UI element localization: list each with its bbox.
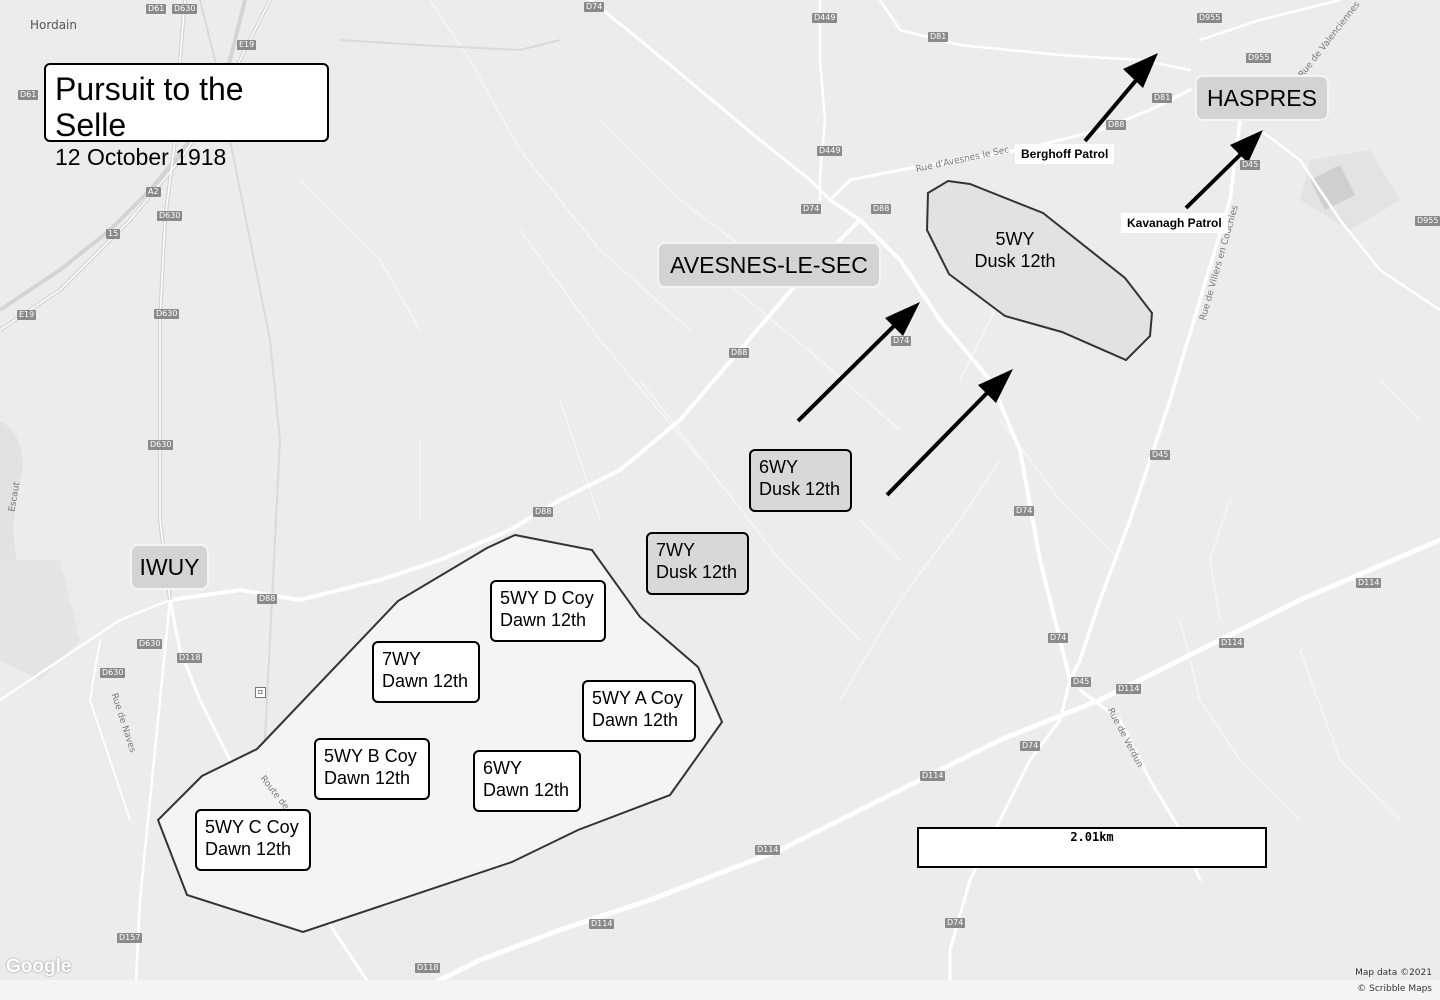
road-badge: D114 — [755, 845, 781, 855]
unit-time: Dawn 12th — [592, 710, 679, 730]
road-badge: D74 — [801, 204, 822, 214]
road-badge: D74 — [1020, 741, 1041, 751]
unit-time: Dawn 12th — [500, 610, 587, 630]
kavanagh-patrol-label: Kavanagh Patrol — [1121, 213, 1228, 233]
road-badge: D955 — [1197, 13, 1223, 23]
map-data-credit: Map data ©2021 — [1355, 968, 1432, 978]
scale-label: 2.01km — [1070, 830, 1114, 844]
unit-name: 5WY — [995, 229, 1035, 249]
map-date: 12 October 1918 — [55, 144, 227, 170]
road-badge: D449 — [812, 13, 838, 23]
unit-5wy-b-coy-dawn: 5WY B Coy Dawn 12th — [314, 738, 430, 800]
road-badge: D630 — [157, 211, 183, 221]
place-iwuy: IWUY — [130, 544, 209, 590]
road-badge: D74 — [1014, 506, 1035, 516]
map-footer: Map data ©2021 © Scribble Maps — [0, 968, 1440, 1000]
road-badge: D955 — [1415, 216, 1440, 226]
dusk-5wy-area — [925, 179, 1154, 362]
road-badge: D118 — [177, 653, 203, 663]
road-badge: A2 — [146, 187, 161, 197]
road-badge: D81 — [928, 32, 949, 42]
road-badge: D74 — [891, 336, 912, 346]
map-title: Pursuit to the Selle — [55, 71, 244, 143]
road-badge: D61 — [18, 90, 39, 100]
unit-name: 7WY — [382, 649, 422, 669]
road-badge: D114 — [920, 771, 946, 781]
unit-time: Dusk 12th — [974, 251, 1056, 271]
road-badge: D114 — [589, 919, 615, 929]
road-badge: D630 — [172, 4, 198, 14]
place-haspres: HASPRES — [1195, 75, 1329, 121]
berghoff-patrol-label: Berghoff Patrol — [1015, 144, 1115, 164]
road-badge: D74 — [584, 2, 605, 12]
road-badge: D114 — [1356, 578, 1382, 588]
unit-5wy-dusk: 5WY Dusk 12th — [965, 228, 1065, 272]
road-badge: D114 — [1219, 638, 1245, 648]
road-badge: D630 — [148, 440, 174, 450]
road-badge: D74 — [945, 918, 966, 928]
road-badge: 15 — [106, 229, 121, 239]
road-badge: D630 — [100, 668, 126, 678]
unit-name: 6WY — [483, 758, 523, 778]
unit-time: Dusk 12th — [656, 562, 738, 582]
unit-name: 6WY — [759, 457, 799, 477]
google-logo: Google — [6, 956, 72, 977]
unit-time: Dusk 12th — [759, 479, 841, 499]
unit-time: Dawn 12th — [483, 780, 570, 800]
unit-name: 7WY — [656, 540, 696, 560]
unit-7wy-dusk: 7WY Dusk 12th — [646, 532, 749, 595]
unit-time: Dawn 12th — [382, 671, 469, 691]
scale-bar: 2.01km — [917, 827, 1267, 868]
road-badge: D630 — [137, 639, 163, 649]
scribble-credit[interactable]: © Scribble Maps — [1357, 984, 1432, 994]
unit-time: Dawn 12th — [324, 768, 411, 788]
road-badge: D449 — [817, 146, 843, 156]
map-title-box: Pursuit to the Selle 12 October 1918 — [44, 63, 329, 170]
road-badge: D45 — [1150, 450, 1171, 460]
road-badge: D955 — [1246, 53, 1272, 63]
road-badge: D45 — [1240, 160, 1261, 170]
unit-name: 5WY B Coy — [324, 746, 417, 766]
road-badge: D88 — [871, 204, 892, 214]
unit-5wy-a-coy-dawn: 5WY A Coy Dawn 12th — [582, 680, 696, 742]
advance-arrow-7wy — [885, 369, 1013, 497]
road-badge: D74 — [1048, 633, 1069, 643]
place-avesnes-le-sec: AVESNES-LE-SEC — [657, 242, 881, 288]
road-badge: E19 — [17, 310, 37, 320]
road-badge: D118 — [415, 963, 441, 973]
unit-name: 5WY D Coy — [500, 588, 594, 608]
unit-5wy-c-coy-dawn: 5WY C Coy Dawn 12th — [195, 809, 311, 871]
unit-time: Dawn 12th — [205, 839, 292, 859]
unit-6wy-dawn: 6WY Dawn 12th — [473, 750, 581, 812]
road-badge: D88 — [257, 594, 278, 604]
road-badge: D88 — [533, 507, 554, 517]
unit-name: 5WY C Coy — [205, 817, 299, 837]
poi-icon[interactable]: ◘ — [255, 687, 266, 698]
kavanagh-patrol-arrow — [1184, 130, 1263, 210]
berghoff-patrol-arrow — [1083, 53, 1158, 143]
unit-5wy-d-coy-dawn: 5WY D Coy Dawn 12th — [490, 580, 606, 642]
unit-7wy-dawn: 7WY Dawn 12th — [372, 641, 480, 703]
road-badge: D88 — [1106, 120, 1127, 130]
road-badge: D61 — [146, 4, 167, 14]
road-badge: D157 — [117, 933, 143, 943]
road-badge: D114 — [1116, 684, 1142, 694]
road-badge: D45 — [1071, 677, 1092, 687]
road-badge: D88 — [729, 348, 750, 358]
road-badge: D630 — [154, 309, 180, 319]
unit-name: 5WY A Coy — [592, 688, 683, 708]
advance-arrow-6wy — [796, 302, 920, 423]
road-badge: E19 — [237, 40, 257, 50]
town-hordain: Hordain — [30, 18, 77, 32]
road-badge: D81 — [1152, 93, 1173, 103]
unit-6wy-dusk: 6WY Dusk 12th — [749, 449, 852, 512]
